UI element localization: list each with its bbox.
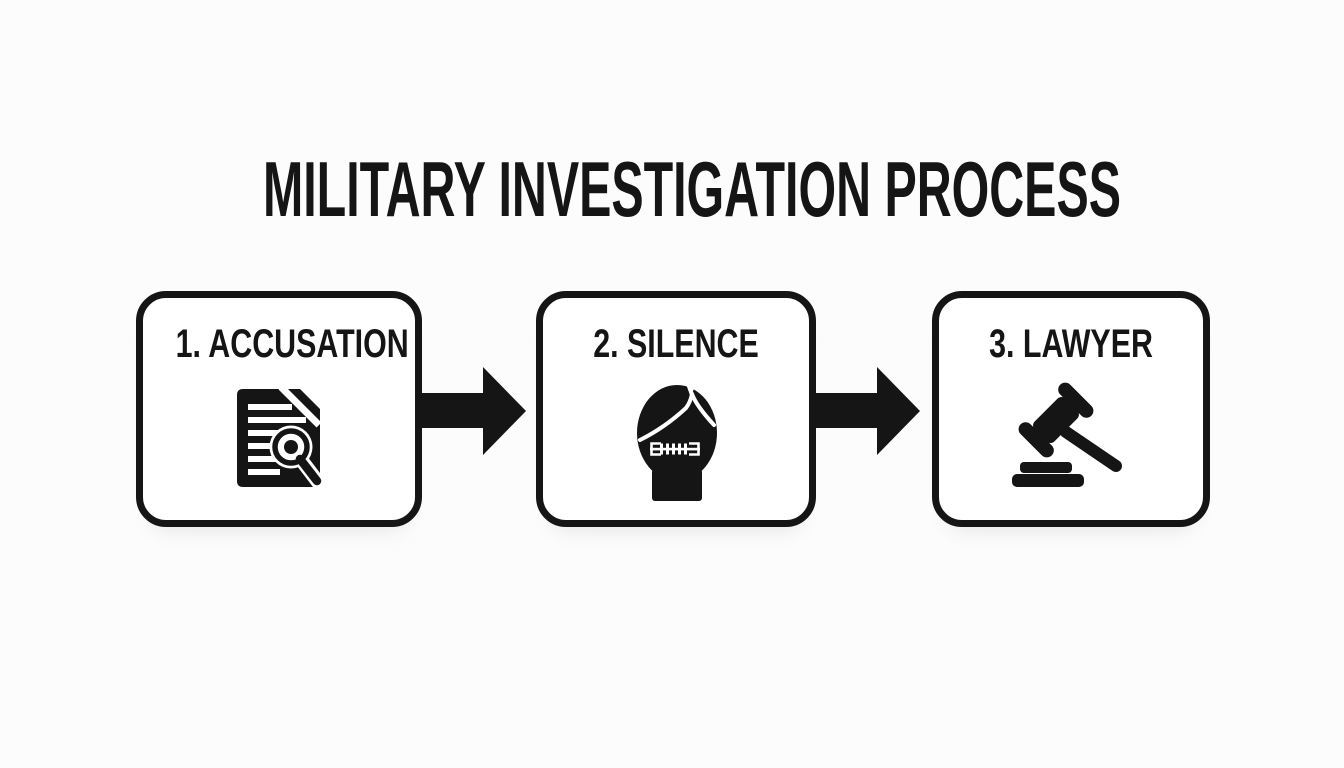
- zipped-mouth-face-icon: [637, 384, 717, 501]
- diagram-title: MILITARY INVESTIGATION PROCESS: [0, 150, 1344, 228]
- step-label: 1. ACCUSATION: [175, 322, 409, 366]
- diagram-title-text: MILITARY INVESTIGATION PROCESS: [262, 145, 1121, 233]
- step-label: 2. SILENCE: [593, 322, 759, 366]
- gavel-icon: [1012, 382, 1122, 487]
- document-magnifier-icon: [237, 384, 325, 489]
- step-box-lawyer: 3. LAWYER: [932, 291, 1210, 527]
- step-box-silence: 2. SILENCE: [536, 291, 816, 527]
- step-label: 3. LAWYER: [989, 322, 1153, 366]
- step-box-accusation: 1. ACCUSATION: [136, 291, 422, 527]
- arrow-right-icon: [815, 367, 920, 455]
- arrow-right-icon: [421, 367, 526, 455]
